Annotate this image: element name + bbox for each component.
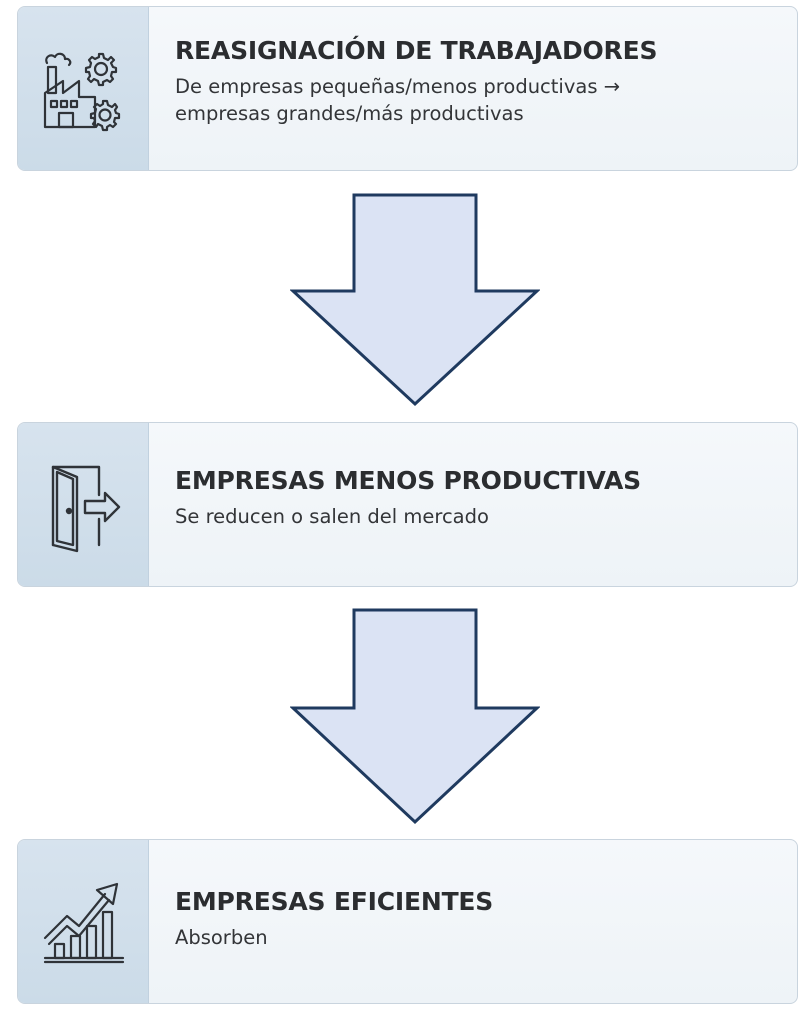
step-title: EMPRESAS EFICIENTES — [175, 887, 494, 916]
step-card-menos-productivas: EMPRESAS MENOS PRODUCTIVAS Se reducen o … — [17, 422, 798, 587]
step-description-line: Absorben — [175, 926, 268, 949]
step-title: REASIGNACIÓN DE TRABAJADORES — [175, 36, 658, 65]
step-description: De empresas pequeñas/menos productivas →… — [175, 73, 777, 127]
step-card-eficientes: EMPRESAS EFICIENTES Absorben — [17, 839, 798, 1004]
icon-panel — [18, 423, 149, 586]
down-arrow — [290, 193, 540, 407]
door-exit-icon — [51, 465, 121, 552]
step-title: EMPRESAS MENOS PRODUCTIVAS — [175, 466, 641, 495]
down-arrow — [290, 608, 540, 825]
factory-gears-icon — [43, 52, 121, 131]
icon-panel — [18, 840, 149, 1003]
step-description: Absorben — [175, 924, 777, 951]
step-description-line: Se reducen o salen del mercado — [175, 505, 489, 528]
step-description-line: empresas grandes/más productivas — [175, 102, 524, 125]
icon-panel — [18, 7, 149, 170]
step-text: EMPRESAS MENOS PRODUCTIVAS Se reducen o … — [175, 465, 777, 530]
growth-chart-icon — [43, 882, 125, 963]
step-text: EMPRESAS EFICIENTES Absorben — [175, 886, 777, 951]
step-description: Se reducen o salen del mercado — [175, 503, 777, 530]
step-text: REASIGNACIÓN DE TRABAJADORES De empresas… — [175, 35, 777, 127]
step-description-line: De empresas pequeñas/menos productivas → — [175, 75, 621, 98]
step-card-reasignacion: REASIGNACIÓN DE TRABAJADORES De empresas… — [17, 6, 798, 171]
